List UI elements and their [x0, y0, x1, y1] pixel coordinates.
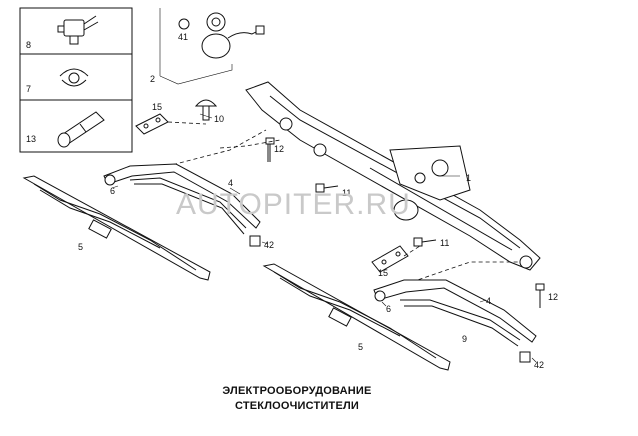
washer-pump-part-8 [57, 15, 99, 45]
wiper-motor-part-2 [159, 8, 265, 85]
wiper-linkage-frame-part-1 [245, 81, 541, 271]
inset-panel [19, 7, 133, 153]
callout-10: 10 [214, 114, 224, 124]
callout-4: 4 [228, 178, 233, 188]
seal-plate-part-15-b [371, 245, 409, 273]
callout-1: 1 [466, 173, 471, 183]
rivet-part-10 [194, 99, 218, 121]
seal-plate-part-15-a [135, 113, 169, 135]
callout-6: 6 [386, 304, 391, 314]
hose-clip-part-7 [59, 68, 89, 87]
callout-15: 15 [378, 268, 388, 278]
bolt-part-12-a [265, 137, 275, 162]
screw-part-11-a [315, 183, 339, 193]
connector-part-13 [57, 111, 105, 148]
callout-7: 7 [26, 84, 31, 94]
diagram-caption-line1: ЭЛЕКТРООБОРУДОВАНИЕ [222, 385, 372, 397]
callout-9: 9 [462, 334, 467, 344]
callout-42: 42 [264, 240, 274, 250]
callout-labels: 1 2 4 4 5 5 6 6 7 8 9 10 11 11 12 12 13 … [26, 32, 558, 370]
callout-5: 5 [78, 242, 83, 252]
leader-lines [111, 113, 537, 363]
callout-12: 12 [274, 144, 284, 154]
wiper-arm-right [373, 279, 537, 363]
callout-4: 4 [486, 296, 491, 306]
callout-41: 41 [178, 32, 188, 42]
callout-8: 8 [26, 40, 31, 50]
callout-6: 6 [110, 186, 115, 196]
callout-2: 2 [150, 74, 155, 84]
callout-11: 11 [342, 188, 351, 198]
wiper-arm-left [103, 163, 261, 247]
wiper-blade-left [22, 175, 211, 281]
callout-15: 15 [152, 102, 162, 112]
bolt-part-12-b [535, 283, 545, 308]
callout-12: 12 [548, 292, 558, 302]
callout-5: 5 [358, 342, 363, 352]
callout-11: 11 [440, 238, 449, 248]
wiper-blade-right [262, 263, 451, 371]
watermark: AUTOPITER.RU [176, 188, 411, 221]
callout-42: 42 [534, 360, 544, 370]
callout-13: 13 [26, 134, 36, 144]
screw-part-11-b [413, 237, 437, 247]
diagram-caption-line2: СТЕКЛООЧИСТИТЕЛИ [234, 400, 360, 412]
